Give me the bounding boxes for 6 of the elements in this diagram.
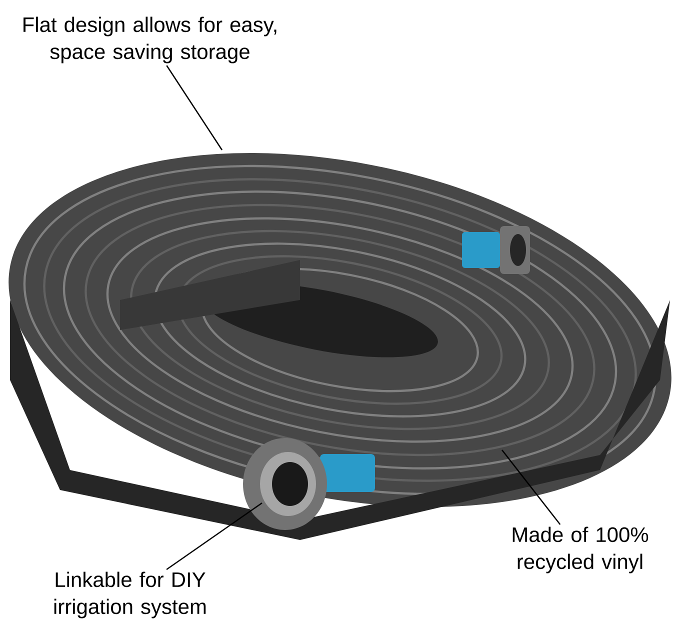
callout-text: Linkable for DIY irrigation system — [54, 572, 206, 618]
leader-line — [502, 450, 561, 525]
leader-line — [166, 502, 262, 570]
callout-text: Flat design allows for easy, space saving storage — [24, 16, 276, 64]
callout-text: Made of 100% recycled vinyl — [512, 526, 648, 574]
leader-line — [166, 65, 223, 150]
